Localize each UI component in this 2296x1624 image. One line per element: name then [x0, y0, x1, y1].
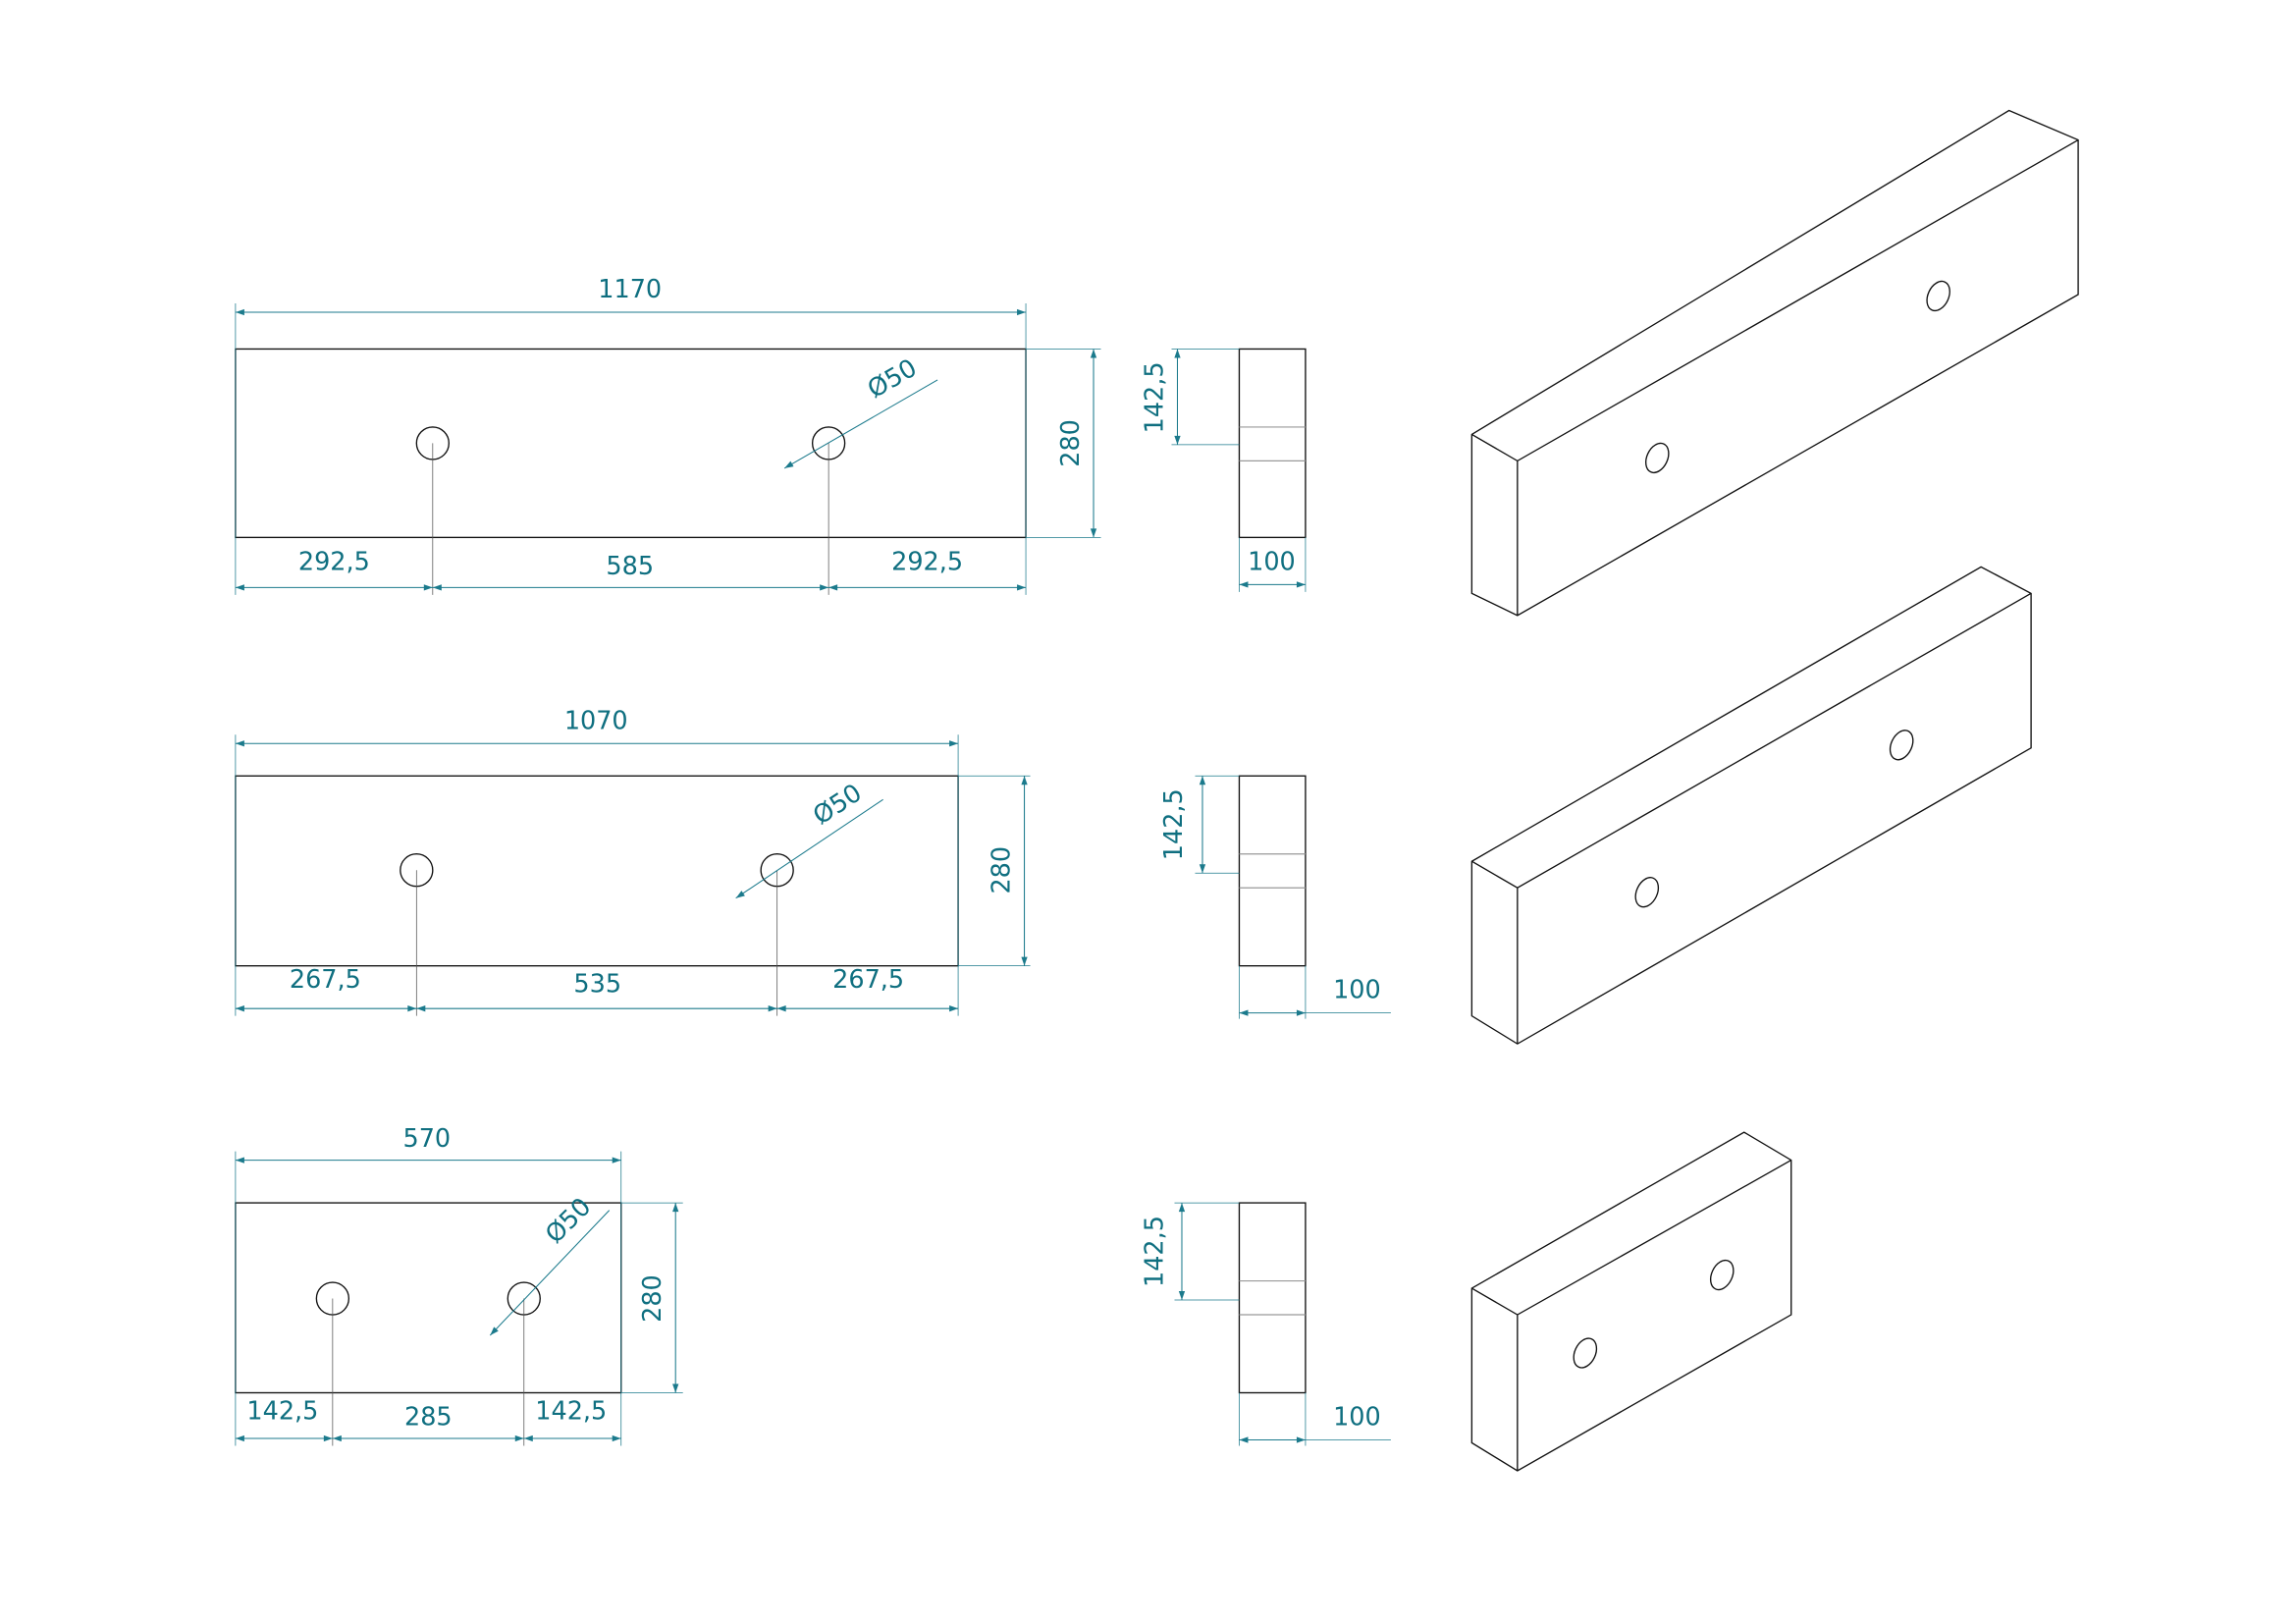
height-label: 280 — [638, 1274, 667, 1323]
width-label: 1070 — [564, 706, 628, 735]
height-label: 280 — [1056, 419, 1086, 467]
thickness-label: 100 — [1333, 976, 1381, 1005]
isometric-view-3 — [1470, 1131, 1792, 1472]
offset-right-label: 142,5 — [535, 1396, 607, 1426]
offset-right-label: 292,5 — [891, 547, 963, 576]
offset-right-label: 267,5 — [832, 965, 904, 995]
height-label: 280 — [988, 846, 1017, 894]
isometric-view-2 — [1470, 566, 2032, 1045]
front-view-1070: 1070 280 267,5 535 267,5 Ø50 — [235, 706, 1031, 1016]
offset-left-label: 267,5 — [290, 965, 361, 995]
hole-spacing-label: 585 — [606, 552, 654, 581]
hole-height-label: 142,5 — [1140, 1216, 1169, 1287]
hole-diameter-label: Ø50 — [540, 1192, 597, 1249]
side-view-1: 142,5 100 — [1140, 348, 1307, 592]
width-label: 570 — [403, 1124, 452, 1154]
hole-height-label: 142,5 — [1140, 361, 1169, 433]
front-view-1170: 1170 280 292,5 585 292,5 Ø50 — [235, 275, 1101, 595]
hole-spacing-label: 285 — [404, 1402, 453, 1432]
hole-height-label: 142,5 — [1159, 788, 1189, 860]
hole-spacing-label: 535 — [573, 970, 621, 1000]
thickness-label: 100 — [1248, 547, 1296, 576]
hole-diameter-label: Ø50 — [863, 353, 922, 405]
width-label: 1170 — [598, 275, 662, 304]
front-view-570: 570 280 142,5 285 142,5 Ø50 — [235, 1124, 683, 1446]
hole-diameter-label: Ø50 — [808, 779, 867, 832]
side-view-3: 142,5 100 — [1140, 1202, 1391, 1446]
thickness-label: 100 — [1333, 1402, 1381, 1432]
isometric-view-1 — [1470, 109, 2079, 617]
offset-left-label: 142,5 — [246, 1396, 318, 1426]
offset-left-label: 292,5 — [298, 547, 370, 576]
side-view-2: 142,5 100 — [1159, 775, 1391, 1019]
